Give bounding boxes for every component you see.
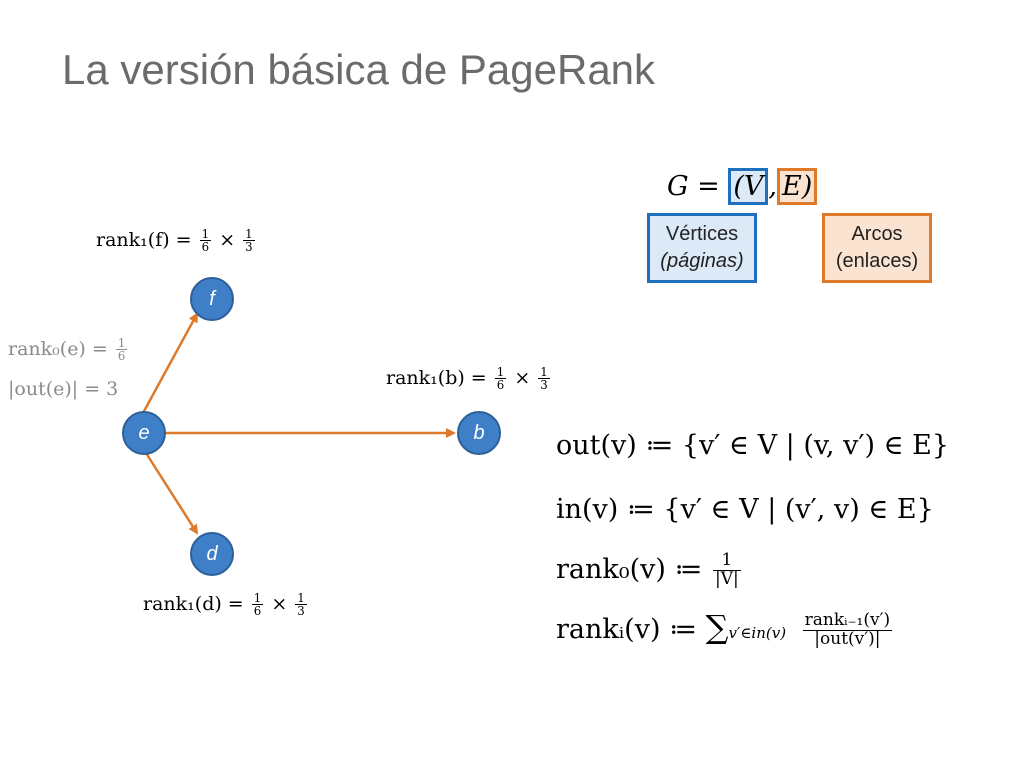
open-paren: ( <box>733 171 744 202</box>
rank0-formula: rank₀(v) ≔ 1|V| <box>556 550 743 589</box>
g-equals: G = <box>667 171 720 202</box>
arcs-sublabel: (enlaces) <box>835 250 919 272</box>
node-f: f <box>190 277 234 321</box>
rank0-den: |V| <box>712 568 741 589</box>
arcs-box: Arcos (enlaces) <box>822 213 932 283</box>
comma: , <box>768 171 778 202</box>
frac-den: 6 <box>251 604 264 619</box>
frac-den: 3 <box>295 604 307 619</box>
rank0-num: 1 <box>721 550 733 570</box>
in-formula: in(v) ≔ {v′ ∈ V | (v′, v) ∈ E} <box>556 494 934 525</box>
sum-symbol: ∑ <box>705 608 729 646</box>
times-sign: × <box>271 592 288 615</box>
edge-e-d <box>144 452 199 535</box>
vertices-box: Vértices (páginas) <box>647 213 757 283</box>
frac-num: 1 <box>297 591 305 605</box>
rank0-e-lhs: rank₀(e) = <box>8 337 108 360</box>
rank0-lhs: rank₀(v) ≔ <box>556 553 703 585</box>
rank1-b-lhs: rank₁(b) = <box>386 366 487 389</box>
rank1-f-lhs: rank₁(f) = <box>96 228 192 251</box>
ranki-lhs: rankᵢ(v) ≔ <box>556 614 697 645</box>
v-highlight: (V <box>728 168 769 205</box>
frac-num: 1 <box>540 365 548 379</box>
frac-num: 1 <box>496 365 505 379</box>
rank1-d-lhs: rank₁(d) = <box>143 592 244 615</box>
node-b: b <box>457 411 501 455</box>
e-symbol: E <box>782 171 802 202</box>
times-sign: × <box>219 228 236 251</box>
edge-e-f <box>141 312 199 414</box>
v-symbol: V <box>743 171 764 202</box>
times-sign: × <box>514 366 531 389</box>
out-e-label: |out(e)| = 3 <box>8 378 119 400</box>
frac-num: 1 <box>201 227 210 241</box>
frac-den: 6 <box>494 378 507 393</box>
frac-num: 1 <box>245 227 253 241</box>
frac-den: 3 <box>243 240 255 255</box>
ranki-num: rankᵢ₋₁(v′) <box>804 610 891 631</box>
node-e: e <box>122 411 166 455</box>
vertices-label: Vértices <box>665 223 739 245</box>
close-paren: ) <box>801 171 813 202</box>
frac-den: 3 <box>538 378 550 393</box>
sum-subscript: v′∈in(v) <box>728 624 787 642</box>
frac-num: 1 <box>117 336 126 350</box>
node-d: d <box>190 532 234 576</box>
slide-title: La versión básica de PageRank <box>62 46 656 93</box>
vertices-sublabel: (páginas) <box>660 250 744 272</box>
arcs-label: Arcos <box>851 223 903 245</box>
out-formula: out(v) ≔ {v′ ∈ V | (v, v′) ∈ E} <box>556 430 950 461</box>
frac-num: 1 <box>253 591 262 605</box>
ranki-formula: rankᵢ(v) ≔ ∑v′∈in(v) rankᵢ₋₁(v′)|out(v′)… <box>556 608 894 649</box>
graph-definition: G = (V,E) <box>667 168 818 205</box>
frac-den: 6 <box>199 240 212 255</box>
frac-den: 6 <box>115 349 128 364</box>
e-highlight: E) <box>777 168 818 205</box>
ranki-den: |out(v′)| <box>802 630 893 649</box>
